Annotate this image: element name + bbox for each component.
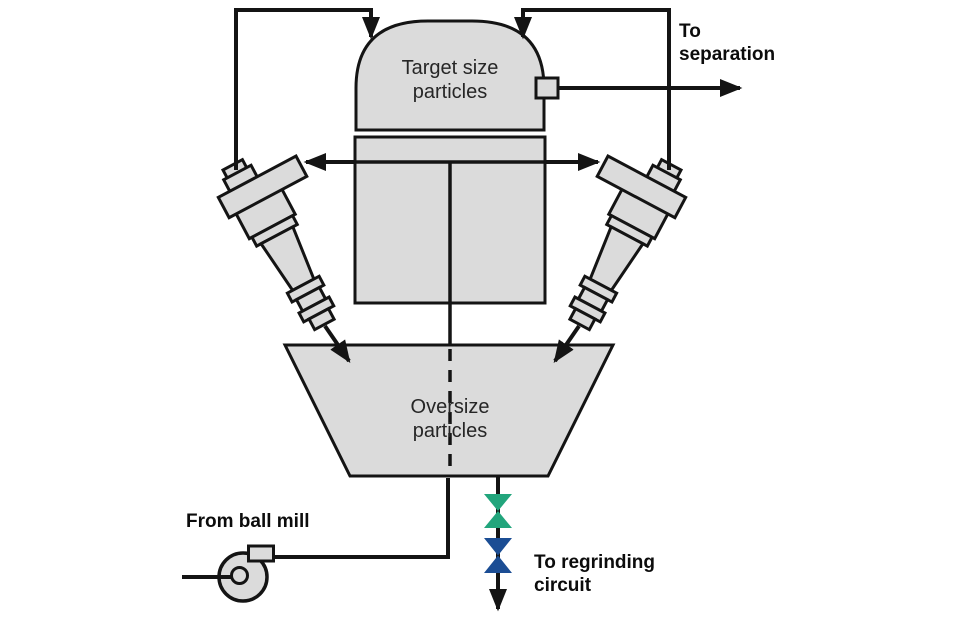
to-separation-label: To separation	[679, 21, 776, 65]
flow-line-left-return	[234, 8, 380, 170]
pump-outlet	[247, 544, 275, 563]
pump-discharge-line	[272, 478, 450, 559]
classifier-dome	[354, 19, 546, 132]
nozzle-seam	[540, 80, 547, 96]
cyclone-separator-left	[216, 154, 337, 332]
from-ball-mill-label: From ball mill	[186, 511, 310, 532]
to-regrinding-label: To regrinding circuit	[534, 552, 656, 596]
valve-icon-blue	[484, 538, 512, 573]
cyclone-outlet-tip	[307, 306, 337, 332]
hopper-label: Oversize particles	[410, 396, 490, 442]
cyclone-outlet-tip	[567, 306, 597, 332]
cyclone-separator-right	[567, 154, 688, 332]
flow-line-left-cyclone-to-hopper	[323, 324, 351, 363]
valve-icon-green	[484, 494, 512, 528]
cyclone-inlet-bar	[595, 154, 688, 220]
pump-hub	[230, 566, 249, 585]
dome-label: Target size particles	[401, 57, 499, 103]
flow-line-right-cyclone-to-hopper	[553, 324, 581, 363]
cyclone-inlet-bar	[216, 154, 309, 220]
oversize-hopper	[282, 343, 616, 478]
